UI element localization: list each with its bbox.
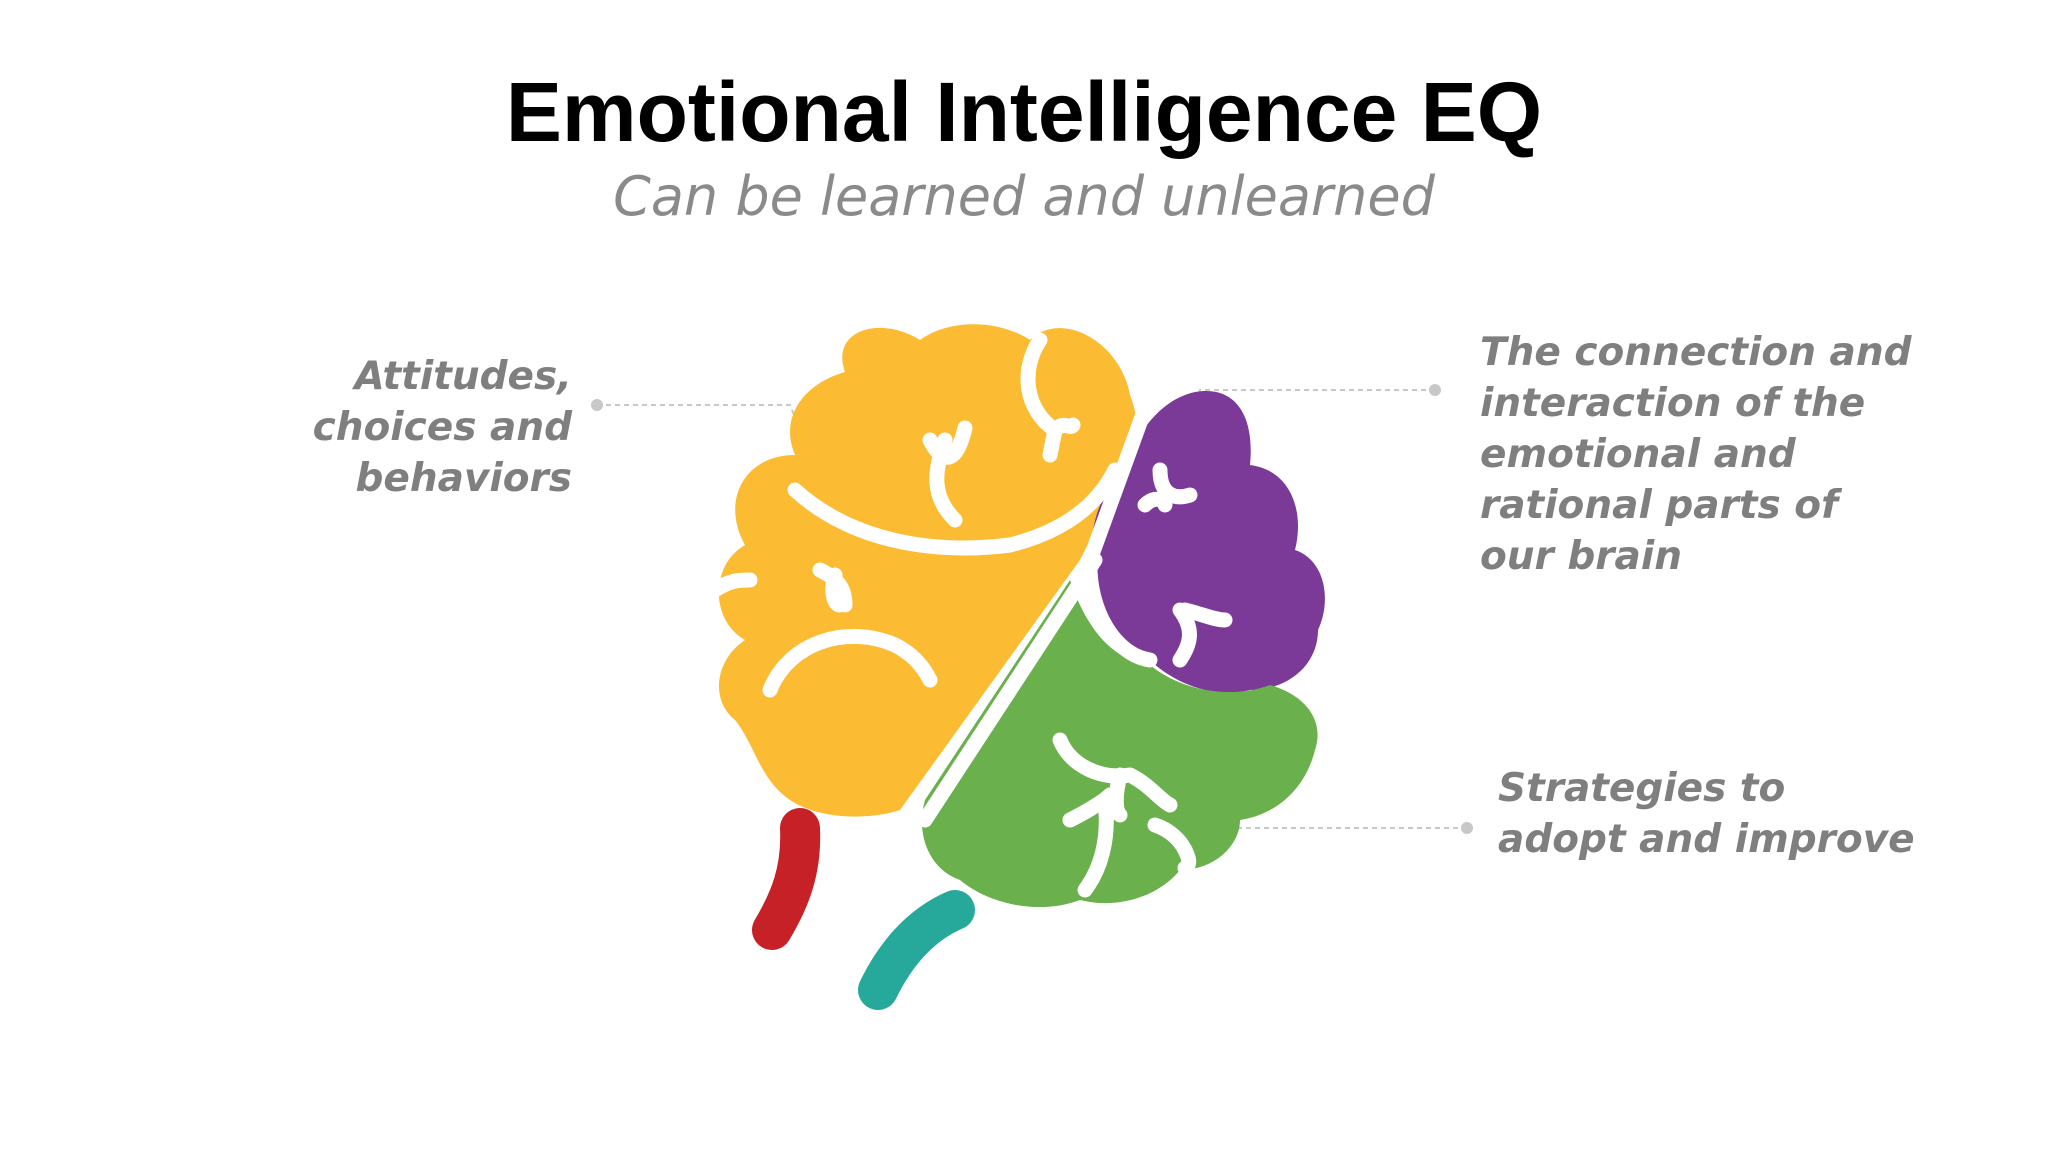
leader-dots (591, 384, 1473, 834)
leader-dot-bottom-right (1461, 822, 1473, 834)
brain-icon (707, 324, 1325, 1010)
brain-stem-right (858, 890, 975, 1010)
frontal-lobe (718, 324, 1137, 817)
leader-line-top-right (1164, 389, 1435, 471)
callout-connection: The connection and interaction of the em… (1480, 330, 1912, 579)
leader-dot-top-right (1429, 384, 1441, 396)
leader-dot-left (591, 399, 603, 411)
callout-strategies: Strategies to adopt and improve (1498, 766, 1915, 862)
upper-right-lobe (1090, 390, 1325, 693)
callout-attitudes: Attitudes, choices and behaviors (312, 354, 572, 501)
slide-title: Emotional Intelligence EQ (505, 65, 1543, 159)
brain-stem-left (752, 808, 821, 950)
slide-subtitle: Can be learned and unlearned (613, 165, 1435, 228)
brain-sulci (707, 332, 1233, 898)
